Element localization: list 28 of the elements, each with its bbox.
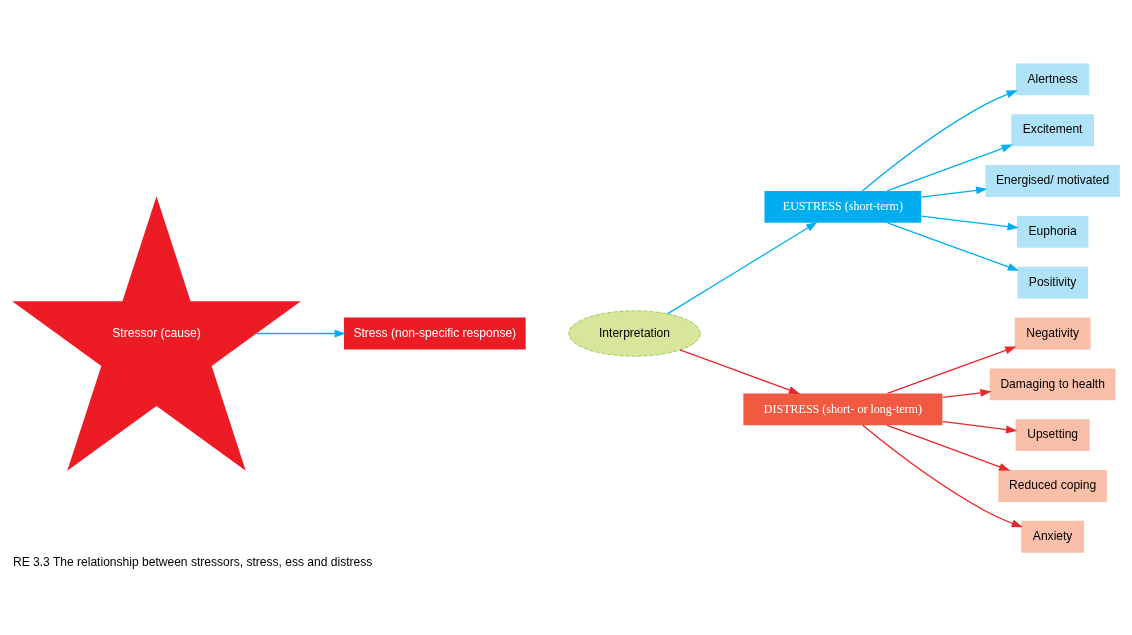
node-box: Anxiety [1021,520,1085,553]
arrow [886,144,1013,192]
node-ellipse: Interpretation [568,309,701,357]
arrow [862,424,1023,527]
arrow [861,89,1018,192]
node-box: Excitement [1011,113,1094,146]
arrow [886,345,1017,394]
node-box: Alertness [1016,62,1090,95]
node-box: EUSTRESS (short-term) [764,190,922,223]
node-box: Energised/ motivated [985,164,1120,197]
node-box: Reduced coping [998,469,1107,502]
arrow [920,215,1019,230]
arrow [679,348,801,394]
node-box: DISTRESS (short- or long-term) [743,392,943,425]
arrow [941,420,1018,433]
node-box: Positivity [1017,266,1088,299]
caption: RE 3.3 The relationship between stressors, stress, ess and distress [12,554,373,569]
arrow [920,186,988,198]
node-box: Upsetting [1015,418,1090,451]
arrow [886,221,1020,271]
node-box: Negativity [1014,317,1091,349]
node-box: Stress (non-specific response) [343,317,526,349]
arrow [941,388,992,398]
node-box: Euphoria [1016,215,1089,248]
arrow [886,424,1011,471]
arrow [255,329,346,337]
node-box: Damaging to health [989,367,1116,400]
arrow [666,221,818,314]
